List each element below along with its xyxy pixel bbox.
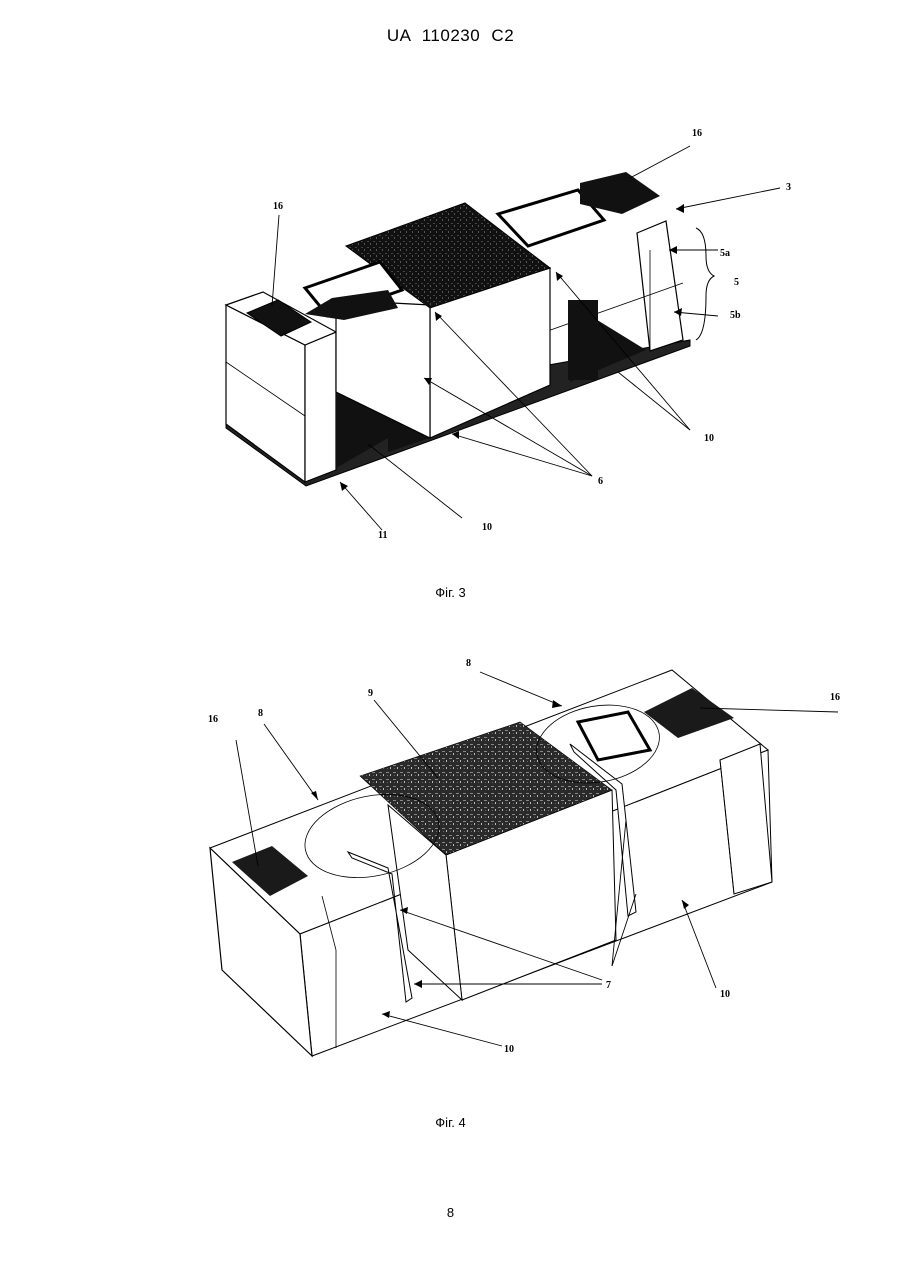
label-16-left: 16 [208,714,218,725]
label-7: 7 [606,980,611,991]
figure-4-drawing: 8 16 9 16 8 7 10 10 [0,0,901,1120]
label-16-right: 16 [830,692,840,703]
page-number: 8 [0,1205,901,1220]
label-8-top: 8 [466,658,471,669]
label-8-left: 8 [258,708,263,719]
figure-4-caption: Фіг. 4 [0,1115,901,1130]
label-9: 9 [368,688,373,699]
label-10-bottom: 10 [504,1044,514,1055]
label-10-right: 10 [720,989,730,1000]
solar-panel-right [644,688,734,738]
detail-frame-right [578,712,650,760]
